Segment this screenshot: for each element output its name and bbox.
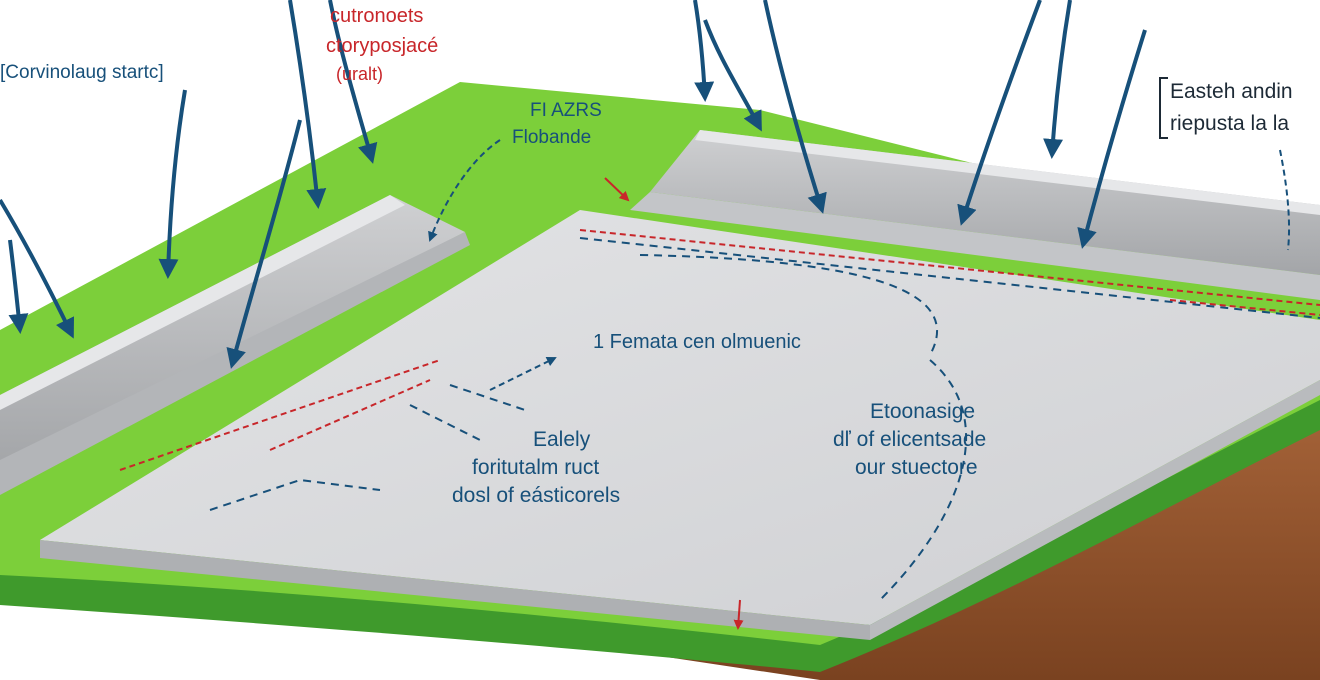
left-block-line-1: Ealely xyxy=(533,428,591,451)
right-beam xyxy=(650,130,1320,275)
grass-front-edge xyxy=(0,400,1320,672)
left-beam xyxy=(0,195,465,470)
red-pointer-arrows xyxy=(604,177,744,630)
top-label-red-3: (uralt) xyxy=(336,64,383,84)
soil-layer xyxy=(0,390,1320,680)
top-label-red-1: cutronoets xyxy=(330,5,423,27)
field-label-1: FI AZRS xyxy=(530,100,602,121)
slab-edge-right xyxy=(870,380,1320,640)
top-label-red-2: ctoryposjacé xyxy=(326,35,438,57)
right-note-bracket xyxy=(1159,77,1168,139)
right-beam-top xyxy=(695,130,1320,215)
right-beam-base xyxy=(630,192,1320,300)
center-label: 1 Femata cen olmuenic xyxy=(593,331,801,353)
pointer-arrows xyxy=(428,139,1291,391)
left-beam-top xyxy=(0,195,405,410)
concrete-slab xyxy=(40,210,1320,625)
right-note-line-2: riepusta la la xyxy=(1170,112,1289,135)
left-note: [Corvinolaug startc] xyxy=(0,62,164,83)
red-outline-lines xyxy=(119,229,1320,471)
field-label-2: Flobande xyxy=(512,127,591,148)
load-arrows xyxy=(0,0,1147,369)
slab-edge xyxy=(40,540,870,640)
blue-dashed-lines xyxy=(209,237,1320,601)
right-block-line-1: Etoonasige xyxy=(870,400,975,423)
right-block-line-3: our stuectore xyxy=(855,456,978,479)
left-block-line-3: dosl of eásticorels xyxy=(452,484,620,507)
left-block-line-2: foritutalm ruct xyxy=(472,456,599,479)
right-block-line-2: dľ of elicentsade xyxy=(833,428,986,451)
right-note-line-1: Easteh andin xyxy=(1170,80,1293,103)
